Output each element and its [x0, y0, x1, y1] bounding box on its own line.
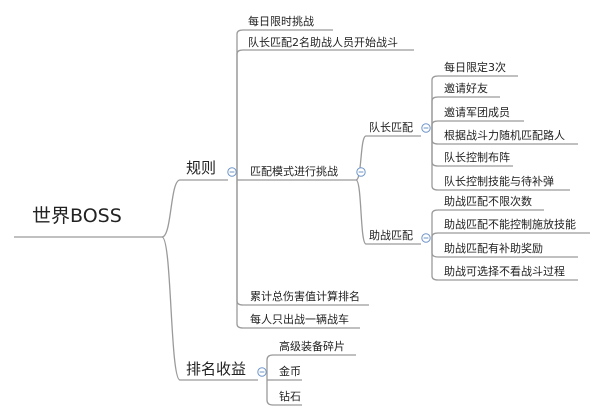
- connector-lines: [14, 29, 590, 406]
- rule-item[interactable]: 每日限时挑战: [248, 14, 314, 28]
- rule-item[interactable]: 队长匹配2名助战人员开始战斗: [248, 35, 398, 49]
- collapse-button-assist-match[interactable]: [421, 233, 431, 243]
- reward-item[interactable]: 高级装备碎片: [279, 339, 345, 353]
- rule-item[interactable]: 每人只出战一辆战车: [250, 312, 349, 326]
- rule-item-match-mode[interactable]: 匹配模式进行挑战: [250, 164, 338, 178]
- root-topic[interactable]: 世界BOSS: [32, 205, 122, 227]
- branch-ranking-rewards[interactable]: 排名收益: [186, 360, 246, 378]
- branch-rules[interactable]: 规则: [186, 159, 216, 177]
- reward-item[interactable]: 金币: [279, 364, 301, 378]
- collapse-button-captain-match[interactable]: [421, 123, 431, 133]
- leaf-item[interactable]: 每日限定3次: [444, 60, 506, 74]
- leaf-item[interactable]: 邀请好友: [444, 81, 488, 95]
- rule-item[interactable]: 累计总伤害值计算排名: [250, 289, 360, 303]
- leaf-item[interactable]: 助战匹配有补助奖励: [444, 241, 543, 255]
- sub-branch-assist-match[interactable]: 助战匹配: [369, 228, 413, 242]
- collapse-button-ranking-rewards[interactable]: [257, 367, 267, 377]
- leaf-item[interactable]: 助战匹配不能控制施放技能: [444, 217, 576, 231]
- collapse-button-rules[interactable]: [227, 167, 237, 177]
- leaf-item[interactable]: 队长控制技能与待补弹: [444, 174, 554, 188]
- leaf-item[interactable]: 根据战斗力随机匹配路人: [444, 128, 565, 142]
- leaf-item[interactable]: 邀请军团成员: [444, 105, 510, 119]
- collapse-button-match-mode[interactable]: [356, 167, 366, 177]
- sub-branch-captain-match[interactable]: 队长匹配: [369, 120, 413, 134]
- leaf-item[interactable]: 队长控制布阵: [444, 150, 510, 164]
- leaf-item[interactable]: 助战匹配不限次数: [444, 194, 532, 208]
- leaf-item[interactable]: 助战可选择不看战斗过程: [444, 264, 565, 278]
- reward-item[interactable]: 钻石: [279, 389, 301, 403]
